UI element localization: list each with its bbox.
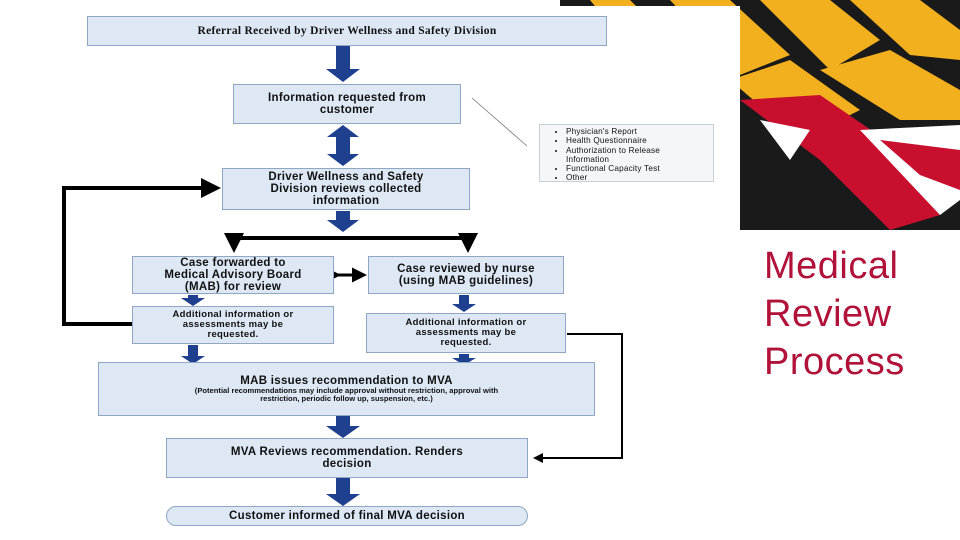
list-item: Health Questionnaire (566, 136, 713, 145)
nurse-review-box: Case reviewed by nurse (using MAB guidel… (368, 256, 564, 294)
division-reviews-line: Division reviews collected (270, 182, 422, 195)
mva-reviews-line: MVA Reviews recommendation. Renders (230, 445, 464, 458)
division-reviews-box: Driver Wellness and Safety Division revi… (222, 168, 470, 210)
title-line: Review (764, 293, 892, 335)
additional-info-line: requested. (440, 336, 492, 348)
down-arrow (326, 46, 360, 82)
list-item: Functional Capacity Test (566, 164, 713, 173)
list-item: Physician's Report (566, 127, 713, 136)
page-title: Medical Review Process (764, 242, 954, 386)
case-forwarded-line: (MAB) for review (184, 281, 282, 294)
list-item: Authorization to Release (566, 146, 713, 155)
additional-info-line: Additional information or (172, 309, 294, 321)
list-item: Other (566, 173, 713, 182)
additional-info-left-box: Additional information or assessments ma… (132, 306, 334, 344)
customer-informed-text: Customer informed of final MVA decision (229, 509, 465, 522)
list-item: Information (566, 154, 610, 164)
mab-issues-box: MAB issues recommendation to MVA (Potent… (98, 362, 595, 416)
down-arrow (327, 211, 359, 232)
maryland-flag-decoration (560, 0, 960, 230)
info-requested-box: Information requested from customer (233, 84, 461, 124)
referral-received-box: Referral Received by Driver Wellness and… (87, 16, 607, 46)
down-arrow (181, 345, 205, 364)
down-arrow (452, 295, 476, 312)
nurse-review-line: Case reviewed by nurse (397, 262, 535, 275)
additional-info-line: Additional information or (405, 317, 527, 329)
mab-issues-title: MAB issues recommendation to MVA (240, 375, 453, 387)
case-forwarded-box: Case forwarded to Medical Advisory Board… (132, 256, 334, 294)
info-requested-line: Information requested from (268, 91, 426, 104)
additional-info-line: assessments may be (182, 319, 284, 331)
down-arrow (326, 404, 360, 438)
double-arrow (327, 125, 359, 166)
division-reviews-line: information (312, 195, 380, 208)
info-requested-line: customer (319, 104, 375, 116)
mab-issues-note: restriction, periodic follow up, suspens… (260, 394, 433, 404)
flowchart-panel: Referral Received by Driver Wellness and… (12, 6, 740, 528)
mva-reviews-line: decision (322, 458, 372, 470)
nurse-review-line: (using MAB guidelines) (398, 275, 534, 287)
case-forwarded-line: Case forwarded to (180, 256, 286, 269)
mva-reviews-box: MVA Reviews recommendation. Renders deci… (166, 438, 528, 478)
title-line: Process (764, 341, 905, 383)
down-arrow (326, 476, 360, 506)
down-arrow (181, 295, 205, 306)
mab-issues-note: (Potential recommendations may include a… (194, 386, 499, 396)
down-arrow (452, 354, 476, 365)
title-line: Medical (764, 245, 899, 287)
case-forwarded-line: Medical Advisory Board (164, 268, 302, 281)
documents-list: Physician's Report Health Questionnaire … (539, 124, 714, 182)
referral-received-text: Referral Received by Driver Wellness and… (197, 24, 497, 37)
additional-info-right-box: Additional information or assessments ma… (366, 313, 566, 353)
additional-info-line: requested. (207, 328, 259, 340)
customer-informed-box: Customer informed of final MVA decision (166, 506, 528, 526)
division-reviews-line: Driver Wellness and Safety (268, 170, 424, 183)
additional-info-line: assessments may be (415, 327, 517, 339)
flowchart-connectors (62, 46, 623, 506)
